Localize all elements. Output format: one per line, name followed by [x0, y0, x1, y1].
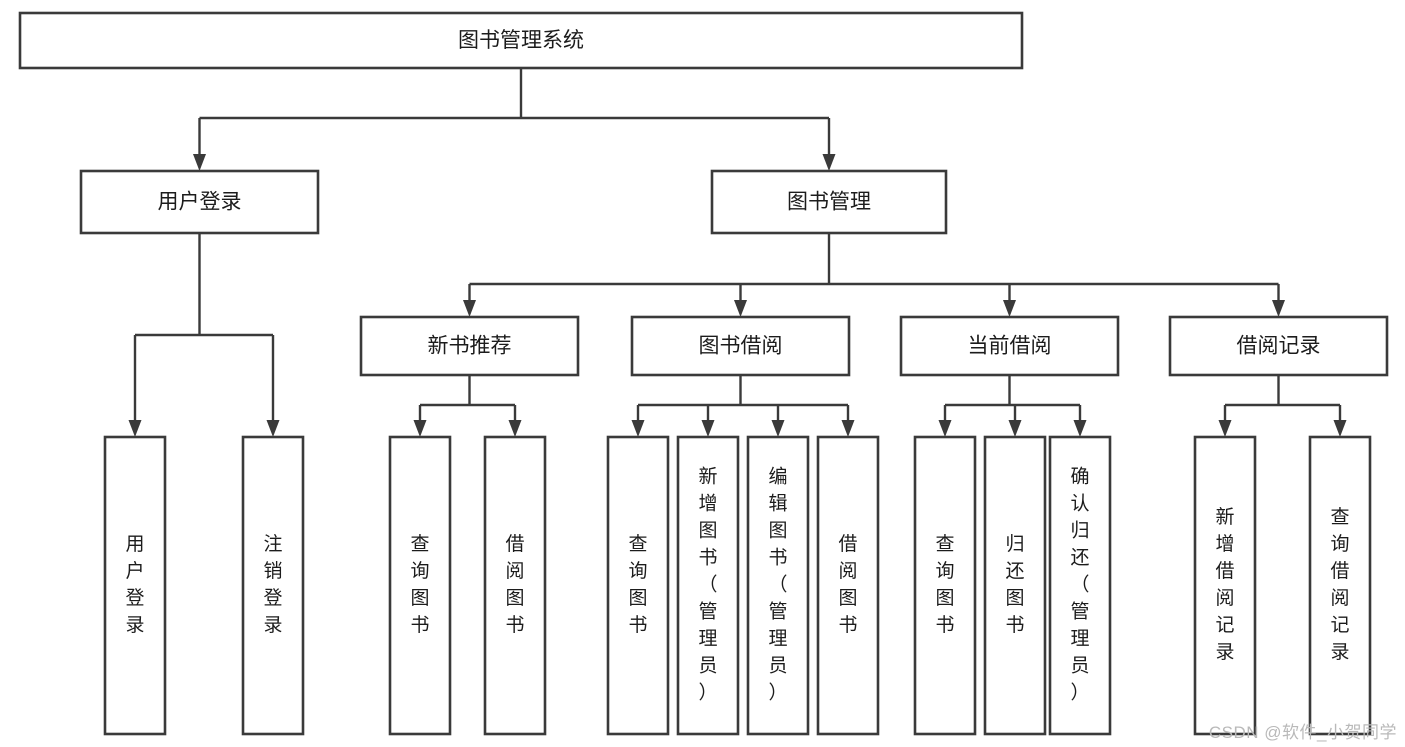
arrow-head: [734, 300, 747, 317]
node-root[interactable]: 图书管理系统: [18, 11, 1024, 70]
arrow-head: [701, 420, 715, 437]
node-box: [983, 435, 1047, 736]
arrow-head: [771, 420, 785, 437]
node-box: [676, 435, 740, 736]
node-l4-c-confirm[interactable]: 确认归还（管理员）: [1048, 435, 1112, 736]
node-label: 新书推荐: [428, 335, 512, 358]
node-box: [483, 435, 547, 736]
node-l3-current[interactable]: 当前借阅: [899, 315, 1120, 377]
node-label: 查询图书: [935, 533, 954, 636]
arrow-head: [938, 420, 952, 437]
node-box: [103, 435, 167, 736]
node-label: 图书管理系统: [458, 29, 584, 52]
node-box: [816, 435, 880, 736]
node-l4-new-query[interactable]: 查询图书: [388, 435, 452, 736]
node-label: 当前借阅: [968, 335, 1052, 358]
node-l4-b-edit[interactable]: 编辑图书（管理员）: [746, 435, 810, 736]
arrow-head: [128, 420, 142, 437]
arrow-head: [413, 420, 427, 437]
node-label: 注销登录: [263, 533, 282, 636]
node-l4-r-add[interactable]: 新增借阅记录: [1193, 435, 1257, 736]
node-label: 图书管理: [787, 191, 871, 214]
arrow-head: [266, 420, 280, 437]
node-l3-new[interactable]: 新书推荐: [359, 315, 580, 377]
node-box: [899, 315, 1120, 377]
node-l4-c-return[interactable]: 归还图书: [983, 435, 1047, 736]
node-label: 图书借阅: [699, 335, 783, 358]
node-box: [79, 169, 320, 235]
node-box: [359, 315, 580, 377]
node-box: [746, 435, 810, 736]
node-label: 新增图书（管理员）: [698, 466, 717, 704]
node-label: 查询图书: [410, 533, 429, 636]
node-box: [1168, 315, 1389, 377]
node-box: [710, 169, 948, 235]
node-box: [1308, 435, 1372, 736]
node-box: [913, 435, 977, 736]
arrow-head: [841, 420, 855, 437]
arrow-head: [508, 420, 522, 437]
arrow-head: [193, 154, 206, 171]
arrow-head: [1008, 420, 1022, 437]
node-l4-b-query[interactable]: 查询图书: [606, 435, 670, 736]
node-label: 归还图书: [1005, 533, 1024, 636]
arrow-head: [1073, 420, 1087, 437]
node-box: [388, 435, 452, 736]
node-l4-user-logout[interactable]: 注销登录: [241, 435, 305, 736]
node-label: 借阅图书: [838, 533, 857, 636]
node-l4-r-query[interactable]: 查询借阅记录: [1308, 435, 1372, 736]
node-l4-c-query[interactable]: 查询图书: [913, 435, 977, 736]
node-label: 借阅图书: [505, 533, 524, 636]
arrow-head: [631, 420, 645, 437]
node-label: 查询借阅记录: [1330, 506, 1349, 663]
node-box: [606, 435, 670, 736]
node-label: 编辑图书（管理员）: [768, 466, 787, 704]
node-box: [1193, 435, 1257, 736]
arrow-head: [1003, 300, 1016, 317]
node-box: [18, 11, 1024, 70]
node-label: 用户登录: [125, 534, 144, 636]
node-box: [1048, 435, 1112, 736]
node-label: 用户登录: [158, 191, 242, 214]
node-l4-user-login[interactable]: 用户登录: [103, 435, 167, 736]
node-label: 确认归还（管理员）: [1070, 466, 1089, 704]
node-label: 借阅记录: [1237, 335, 1321, 358]
arrow-head: [463, 300, 476, 317]
arrow-head: [822, 154, 836, 171]
node-l4-new-borrow[interactable]: 借阅图书: [483, 435, 547, 736]
node-label: 查询图书: [628, 533, 647, 636]
arrow-head: [1218, 420, 1232, 437]
node-l2-user[interactable]: 用户登录: [79, 169, 320, 235]
node-l3-borrow[interactable]: 图书借阅: [630, 315, 851, 377]
node-l4-b-borrow[interactable]: 借阅图书: [816, 435, 880, 736]
node-l4-b-add[interactable]: 新增图书（管理员）: [676, 435, 740, 736]
node-box: [630, 315, 851, 377]
arrow-head: [1272, 300, 1285, 317]
node-l2-book[interactable]: 图书管理: [710, 169, 948, 235]
node-box: [241, 435, 305, 736]
arrow-head: [1333, 420, 1347, 437]
node-l3-record[interactable]: 借阅记录: [1168, 315, 1389, 377]
node-label: 新增借阅记录: [1215, 506, 1234, 663]
